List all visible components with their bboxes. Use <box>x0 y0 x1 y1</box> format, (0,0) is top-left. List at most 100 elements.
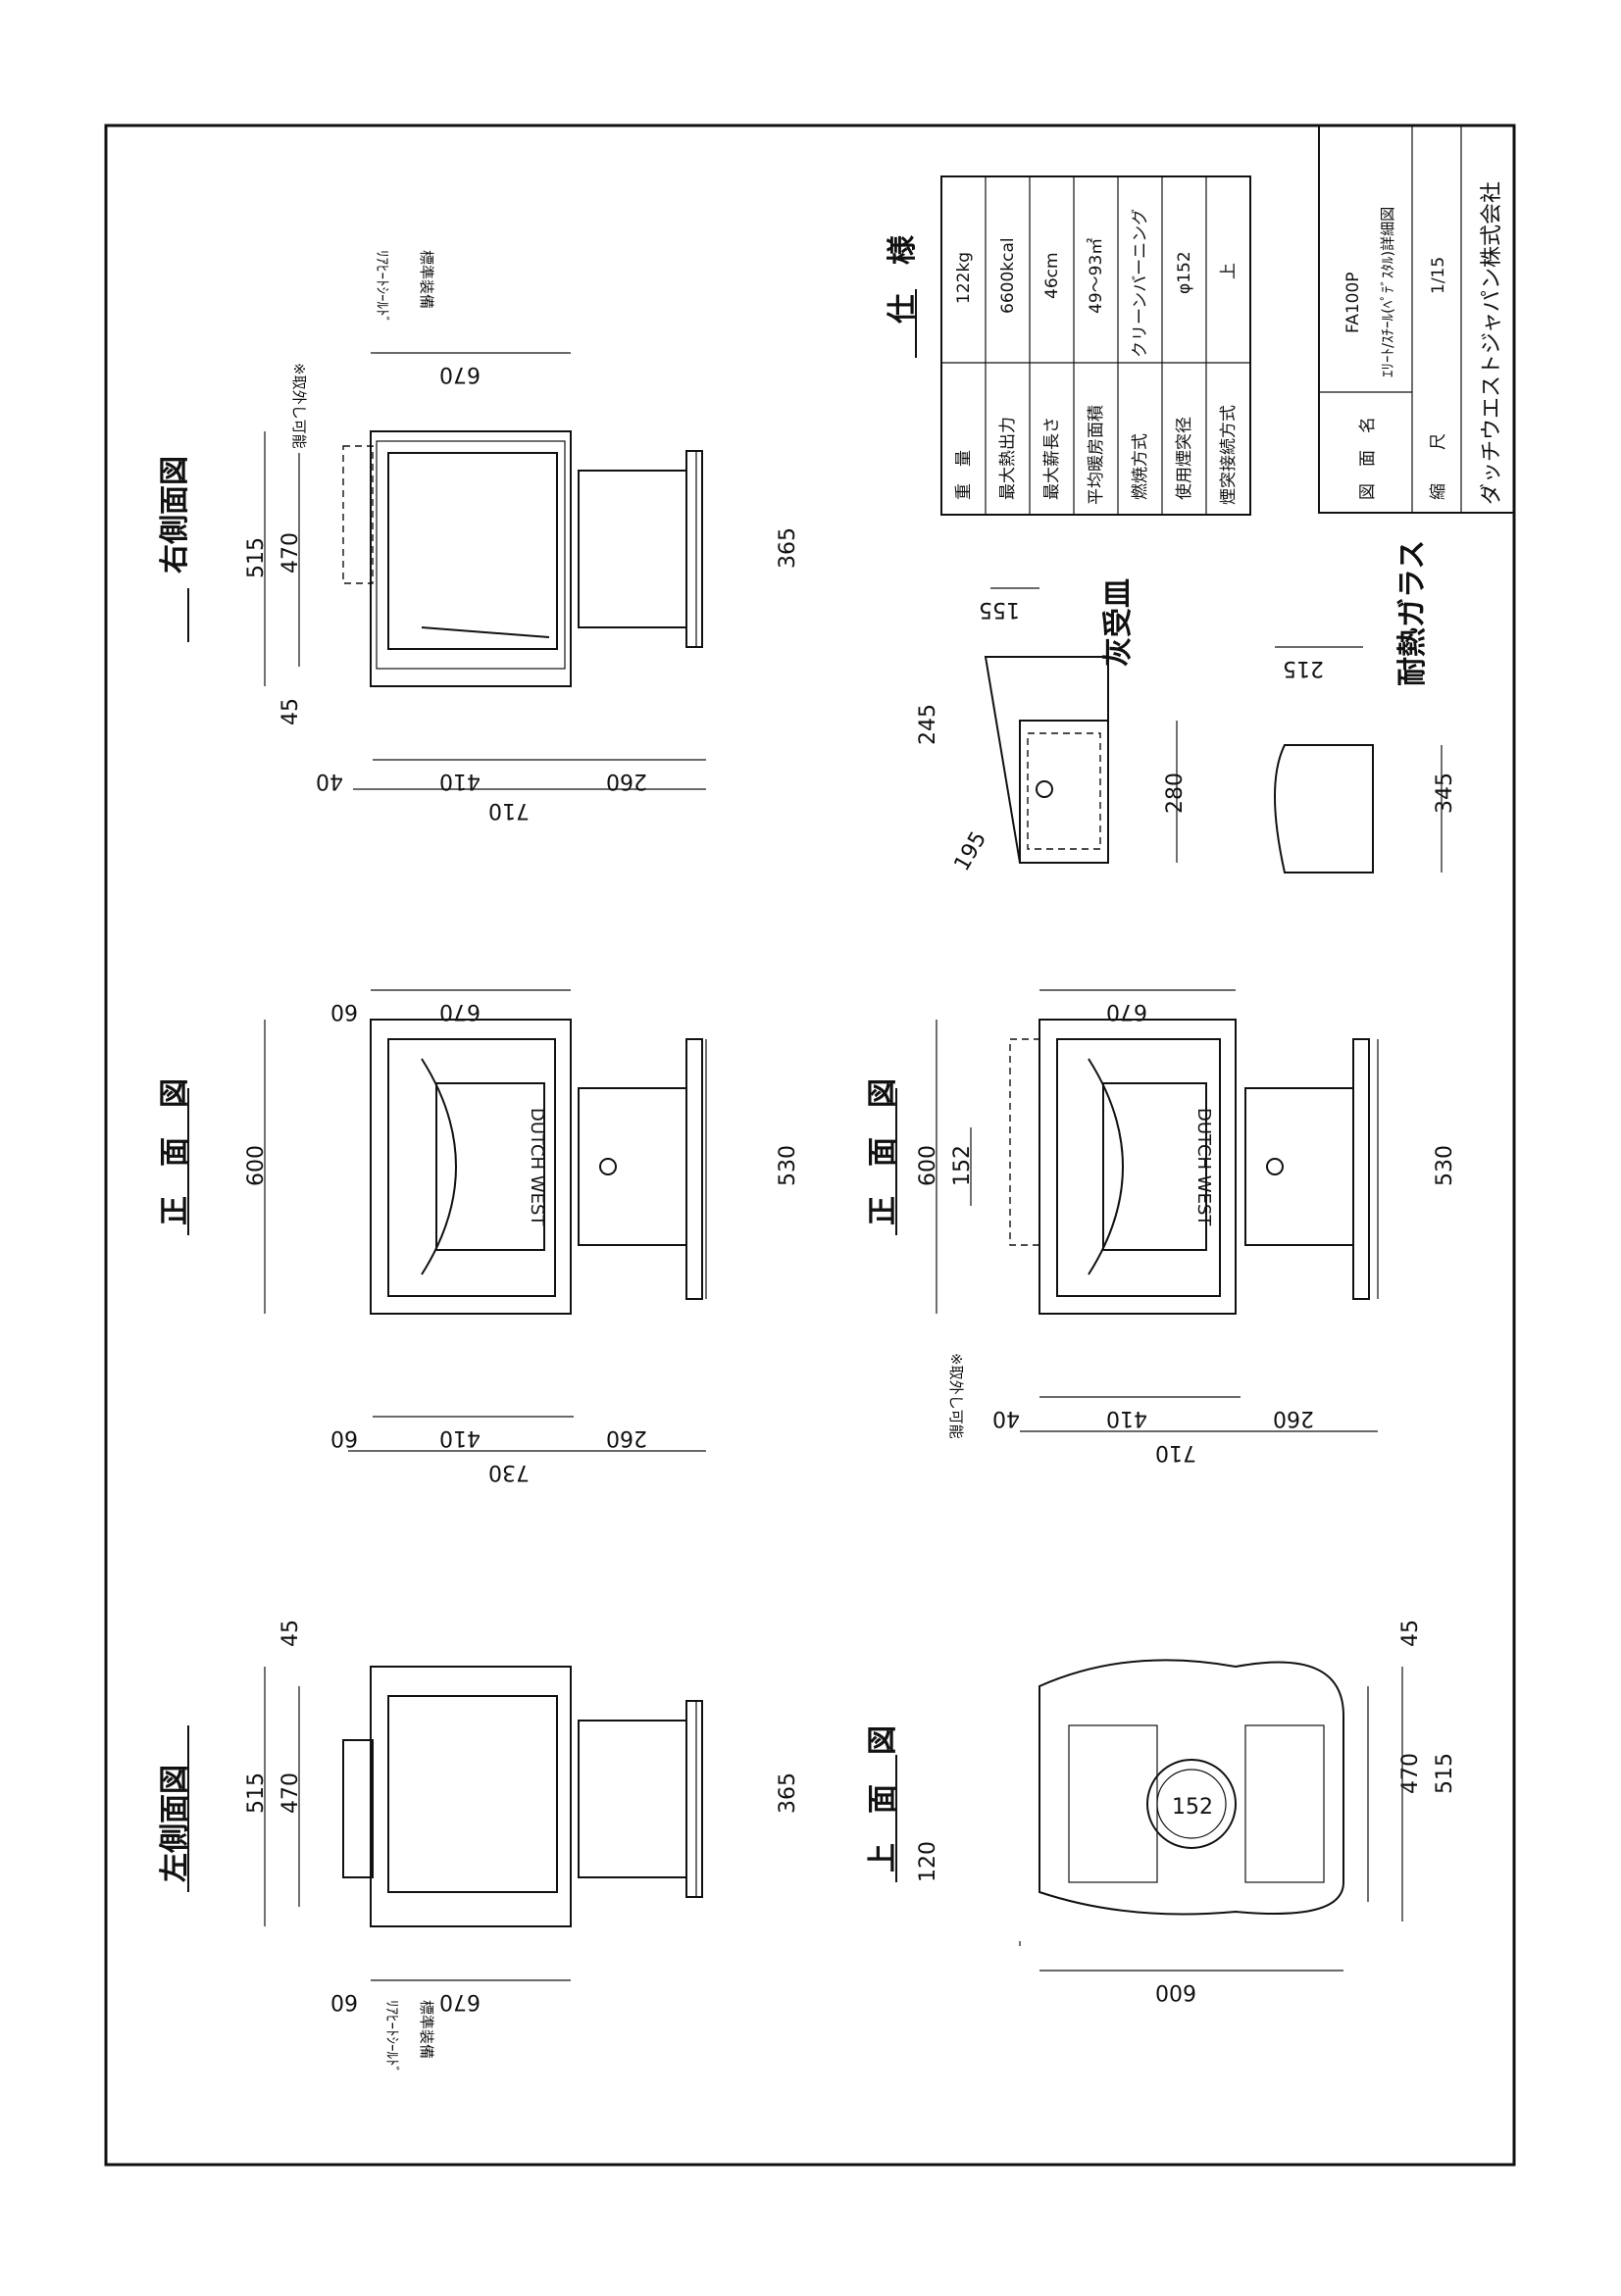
right-side-view-title: 右側面図 <box>158 456 192 574</box>
top-panel-right <box>1244 1724 1325 1883</box>
dim-60: 60 <box>330 1989 358 2014</box>
right-side-view: 右側面図 710 410 260 40 515 470 45 670 365 ※… <box>158 250 800 823</box>
dim-470: 470 <box>279 1772 303 1814</box>
stove-door <box>387 1038 556 1297</box>
stove-body <box>370 1019 572 1315</box>
note-rear-shield-right: ﾘｱﾋｰﾄｼｰﾙﾄﾞ <box>374 250 391 324</box>
dim-530: 530 <box>1433 1145 1457 1186</box>
company-name: ダッチウエストジャパン株式会社 <box>1480 181 1504 505</box>
dim-152: 152 <box>950 1145 975 1186</box>
dim-215: 215 <box>1283 656 1324 680</box>
spec-table <box>940 175 1251 516</box>
handle-rod <box>421 626 550 638</box>
dim-365: 365 <box>776 527 800 569</box>
dim-410: 410 <box>439 769 481 793</box>
rear-shield <box>342 1739 374 1878</box>
dim-470-top: 470 <box>1398 1753 1423 1794</box>
pedestal <box>578 1087 687 1246</box>
pedestal-base <box>685 450 703 648</box>
top-view-title: 上 面 図 <box>866 1725 900 1872</box>
dim-515-top: 515 <box>1433 1753 1457 1794</box>
dim-60: 60 <box>330 1425 358 1450</box>
ash-pan-inner <box>1027 732 1101 850</box>
stove-inner <box>376 440 566 670</box>
drawing-name-label: 図 面 名 <box>1358 417 1378 500</box>
spec-value: 上 <box>1219 263 1239 279</box>
dim-600: 600 <box>916 1145 940 1186</box>
front-view-1-title: 正 面 図 <box>158 1078 192 1225</box>
dim-470: 470 <box>279 532 303 574</box>
dim-60: 60 <box>330 999 358 1023</box>
spec-label: 重 量 <box>954 450 974 500</box>
dim-710: 710 <box>1155 1440 1196 1465</box>
top-outline <box>1038 1659 1344 1916</box>
door-window <box>435 1082 545 1251</box>
dim-40: 40 <box>992 1406 1020 1430</box>
drawing-title: ｴﾘｰﾄ/ｽﾁｰﾙ(ﾍﾟﾃﾞｽﾀﾙ)詳細図 <box>1379 207 1396 377</box>
dim-670: 670 <box>439 1989 481 2014</box>
front-view-2-title: 正 面 図 <box>866 1078 900 1225</box>
title-block-frame <box>1318 125 1515 514</box>
dim-515: 515 <box>244 1772 269 1814</box>
glass-label: 耐熱ガラス <box>1395 540 1430 686</box>
spec-label: 最大熱出力 <box>998 417 1018 500</box>
dim-600-top: 600 <box>1155 1979 1196 2004</box>
pedestal <box>578 470 687 628</box>
pedestal-knob <box>1266 1158 1284 1175</box>
pedestal <box>1244 1087 1354 1246</box>
flue-collar-outer <box>1146 1759 1237 1849</box>
dim-530: 530 <box>776 1145 800 1186</box>
spec-label: 平均暖房面積 <box>1087 405 1106 505</box>
spec-label: 燃焼方式 <box>1131 433 1150 500</box>
ash-pan-view: 155 245 195 280 灰受皿 <box>916 578 1188 875</box>
dim-260: 260 <box>606 769 647 793</box>
dim-710: 710 <box>488 798 530 823</box>
pedestal-knob <box>599 1158 617 1175</box>
pedestal <box>578 1720 687 1878</box>
door-window <box>1102 1082 1207 1251</box>
spec-value: φ152 <box>1175 251 1194 294</box>
dim-195: 195 <box>950 827 992 875</box>
spec-label: 煙突接続方式 <box>1219 405 1239 505</box>
dim-155: 155 <box>979 597 1020 622</box>
ash-pan-side <box>984 656 1109 864</box>
brand-mark: DUTCH WEST <box>527 1108 547 1226</box>
door-arch <box>421 1058 457 1275</box>
note-removable-front: ※取外し可能 <box>947 1353 965 1439</box>
dim-345: 345 <box>1433 773 1457 814</box>
model-number: FA100P <box>1343 272 1363 333</box>
note-rear-shield-left: ﾘｱﾋｰﾄｼｰﾙﾄﾞ <box>383 2000 401 2073</box>
scale-value: 1/15 <box>1429 257 1448 294</box>
spec-value: 6600kcal <box>998 237 1018 314</box>
front-view-1: 正 面 図 DUTCH WEST 600 530 670 60 730 410 … <box>158 989 800 1484</box>
glass-view: 215 345 耐熱ガラス <box>1274 540 1457 873</box>
spec-value: 122kg <box>954 252 974 304</box>
dim-260: 260 <box>1273 1406 1314 1430</box>
stove-door <box>387 1695 558 1893</box>
note-standard-left: 標準装備 <box>418 2000 435 2059</box>
dim-152-top: 152 <box>1172 1795 1213 1820</box>
dim-670: 670 <box>439 362 481 386</box>
top-panel-left <box>1068 1724 1158 1883</box>
ash-pan-front <box>1019 720 1109 864</box>
dim-600: 600 <box>244 1145 269 1186</box>
pedestal-base <box>685 1038 703 1300</box>
removable-part-outline <box>1009 1038 1040 1246</box>
dim-365: 365 <box>776 1772 800 1814</box>
dim-45: 45 <box>279 698 303 725</box>
brand-mark: DUTCH WEST <box>1193 1108 1214 1226</box>
spec-value: クリーンバーニング <box>1131 209 1150 358</box>
spec-value: 46cm <box>1042 252 1062 299</box>
top-view: 上 面 図 152 600 120 515 470 45 <box>866 1620 1457 2004</box>
stove-body <box>370 1666 572 1927</box>
dim-45: 45 <box>279 1620 303 1647</box>
spec-section: 仕 様 重 量 122kg 最大熱出力 6600kcal 最大薪長さ 46cm … <box>886 175 1251 516</box>
note-removable-right: ※取外し可能 <box>290 363 308 449</box>
front-view-2: 正 面 図 DUTCH WEST 600 152 530 670 710 410… <box>866 989 1457 1465</box>
dim-120: 120 <box>916 1841 940 1882</box>
glass-outline <box>1274 744 1374 873</box>
title-block: 図 面 名 FA100P ｴﾘｰﾄ/ｽﾁｰﾙ(ﾍﾟﾃﾞｽﾀﾙ)詳細図 縮 尺 1… <box>1318 125 1515 514</box>
stove-body <box>370 430 572 687</box>
dim-410: 410 <box>439 1425 481 1450</box>
